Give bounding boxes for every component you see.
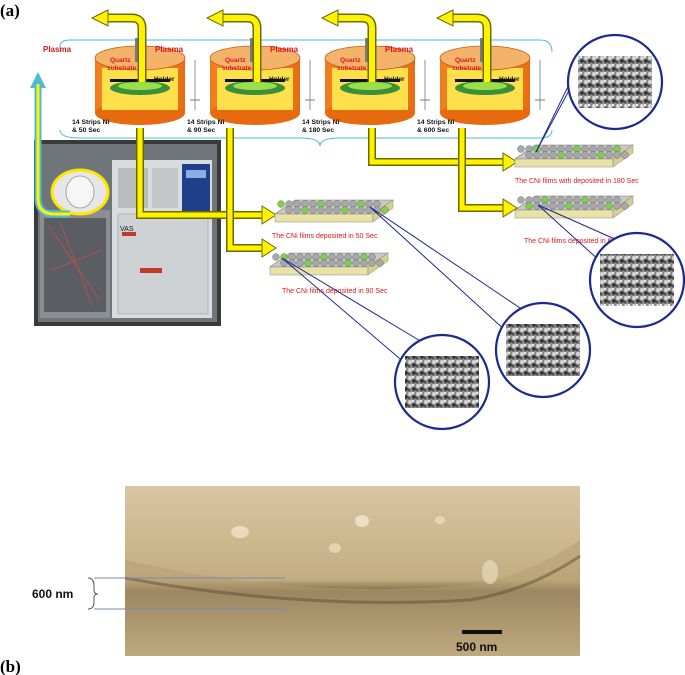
scale-bar-label: 500 nm xyxy=(456,640,497,654)
film-arrow-1 xyxy=(136,128,277,225)
equipment-panel-label: VAS xyxy=(120,226,134,233)
top-bracket xyxy=(59,39,553,53)
sem-inset-2 xyxy=(281,257,491,431)
film-caption-2: The CNi films deposited in 90 Sec xyxy=(282,288,388,295)
film-arrow-4 xyxy=(458,128,518,218)
sem-inset-3 xyxy=(535,33,664,153)
chamber-condition-3: 14 Strips Ni& 180 Sec xyxy=(302,119,340,134)
holder-label-2: Holder xyxy=(269,76,290,83)
chamber-condition-2: 14 Strips Ni& 90 Sec xyxy=(187,119,225,134)
film-sample-1: The CNi films deposited in 50 Sec xyxy=(272,199,394,240)
sem-insets xyxy=(281,33,685,431)
film-arrow-3 xyxy=(368,128,518,172)
plasma-label-1: Plasma xyxy=(43,45,72,54)
holder-label-1: Holder xyxy=(154,76,175,83)
holder-label-3: Holder xyxy=(384,76,405,83)
plasma-label-4: Plasma xyxy=(385,45,414,54)
holder-label-4: Holder xyxy=(499,76,520,83)
film-arrows xyxy=(136,128,518,258)
bottom-brace xyxy=(59,129,553,147)
chamber-condition-4: 14 Strips Ni& 600 Sec xyxy=(417,119,455,134)
scale-bar xyxy=(462,630,502,634)
plasma-label-3: Plasma xyxy=(270,45,299,54)
sem-inset-4 xyxy=(537,204,685,329)
film-caption-3: The CNi films with deposited in 180 Sec xyxy=(515,178,639,185)
film-caption-1: The CNi films deposited in 50 Sec xyxy=(272,233,378,240)
film-sample-3: The CNi films with deposited in 180 Sec xyxy=(514,144,639,185)
film-sample-2: The CNi films deposited in 90 Sec xyxy=(269,252,389,295)
panel-label-b: (b) xyxy=(0,657,21,675)
thickness-brace xyxy=(87,577,99,610)
film-arrow-2 xyxy=(226,128,277,258)
plasma-label-2: Plasma xyxy=(155,45,184,54)
return-arrow xyxy=(30,72,70,218)
panel-label-a: (a) xyxy=(0,1,20,20)
thickness-label: 600 nm xyxy=(32,587,73,601)
chamber-condition-1: 14 Strips Ni& 50 Sec xyxy=(72,119,110,134)
sem-cross-section: 600 nm 500 nm xyxy=(32,486,581,656)
sem-inset-1 xyxy=(369,206,592,399)
sputtering-equipment-photo: VAS xyxy=(34,140,221,326)
